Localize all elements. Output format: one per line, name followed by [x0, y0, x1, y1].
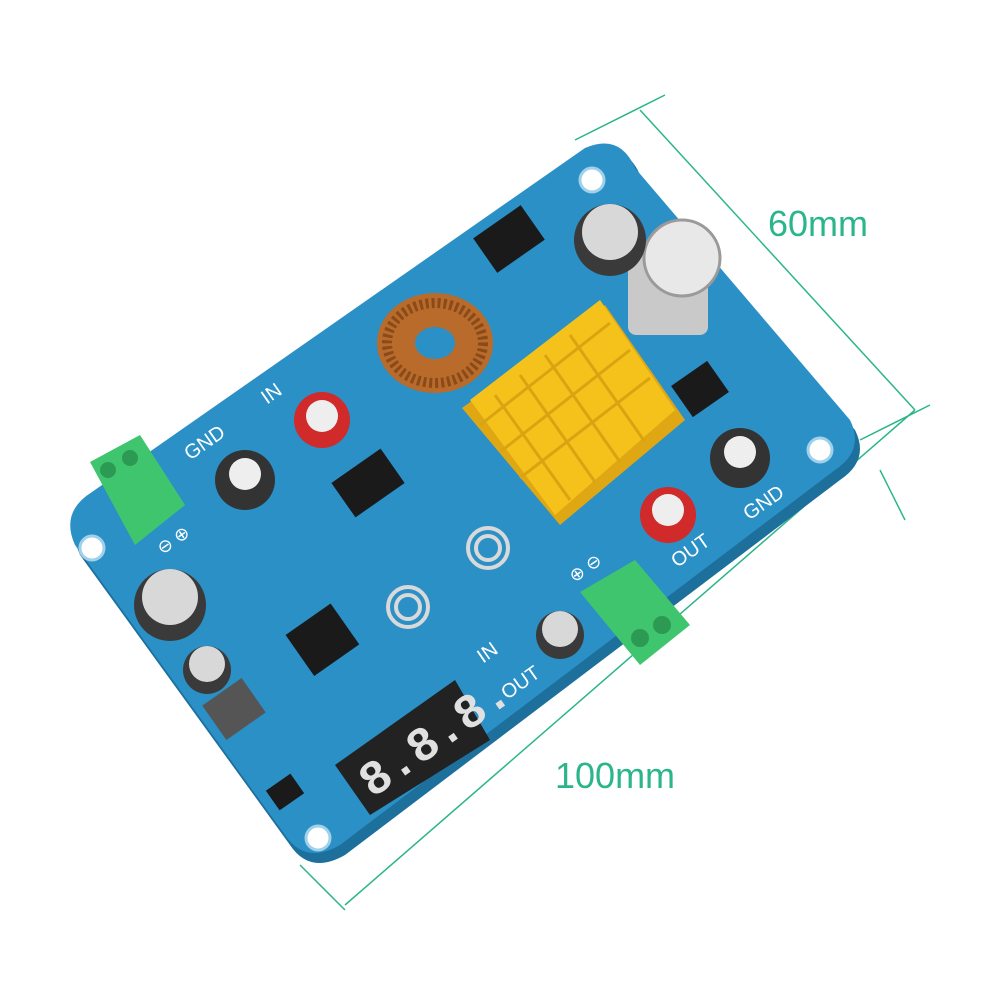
heatsink: [462, 300, 685, 525]
height-dimension-label: 60mm: [768, 203, 869, 244]
potentiometer: [628, 218, 722, 335]
terminal-block-output: [580, 560, 690, 665]
seven-segment-display: [335, 680, 490, 815]
mounting-holes: [78, 166, 834, 852]
capacitor-out: [536, 611, 584, 659]
inductor-221: [202, 678, 266, 740]
capacitor-top: [574, 204, 646, 276]
binding-post-gnd-right: [710, 428, 770, 488]
binding-post-gnd-left: [215, 450, 275, 510]
smd-diode-d2: [473, 205, 545, 273]
springs: [386, 526, 510, 629]
chip-cu5: [265, 773, 305, 811]
capacitor-small: [183, 646, 231, 694]
binding-post-in: [294, 392, 350, 448]
ic-u1: [285, 603, 360, 676]
transistor-q1: [671, 360, 729, 418]
width-dimension-label: 100mm: [555, 755, 676, 796]
binding-post-out: [640, 487, 696, 543]
capacitor-left: [134, 569, 206, 641]
smd-diode-d1: [331, 448, 405, 518]
toroid-inductor: [377, 293, 493, 393]
terminal-block-input: [90, 435, 185, 545]
